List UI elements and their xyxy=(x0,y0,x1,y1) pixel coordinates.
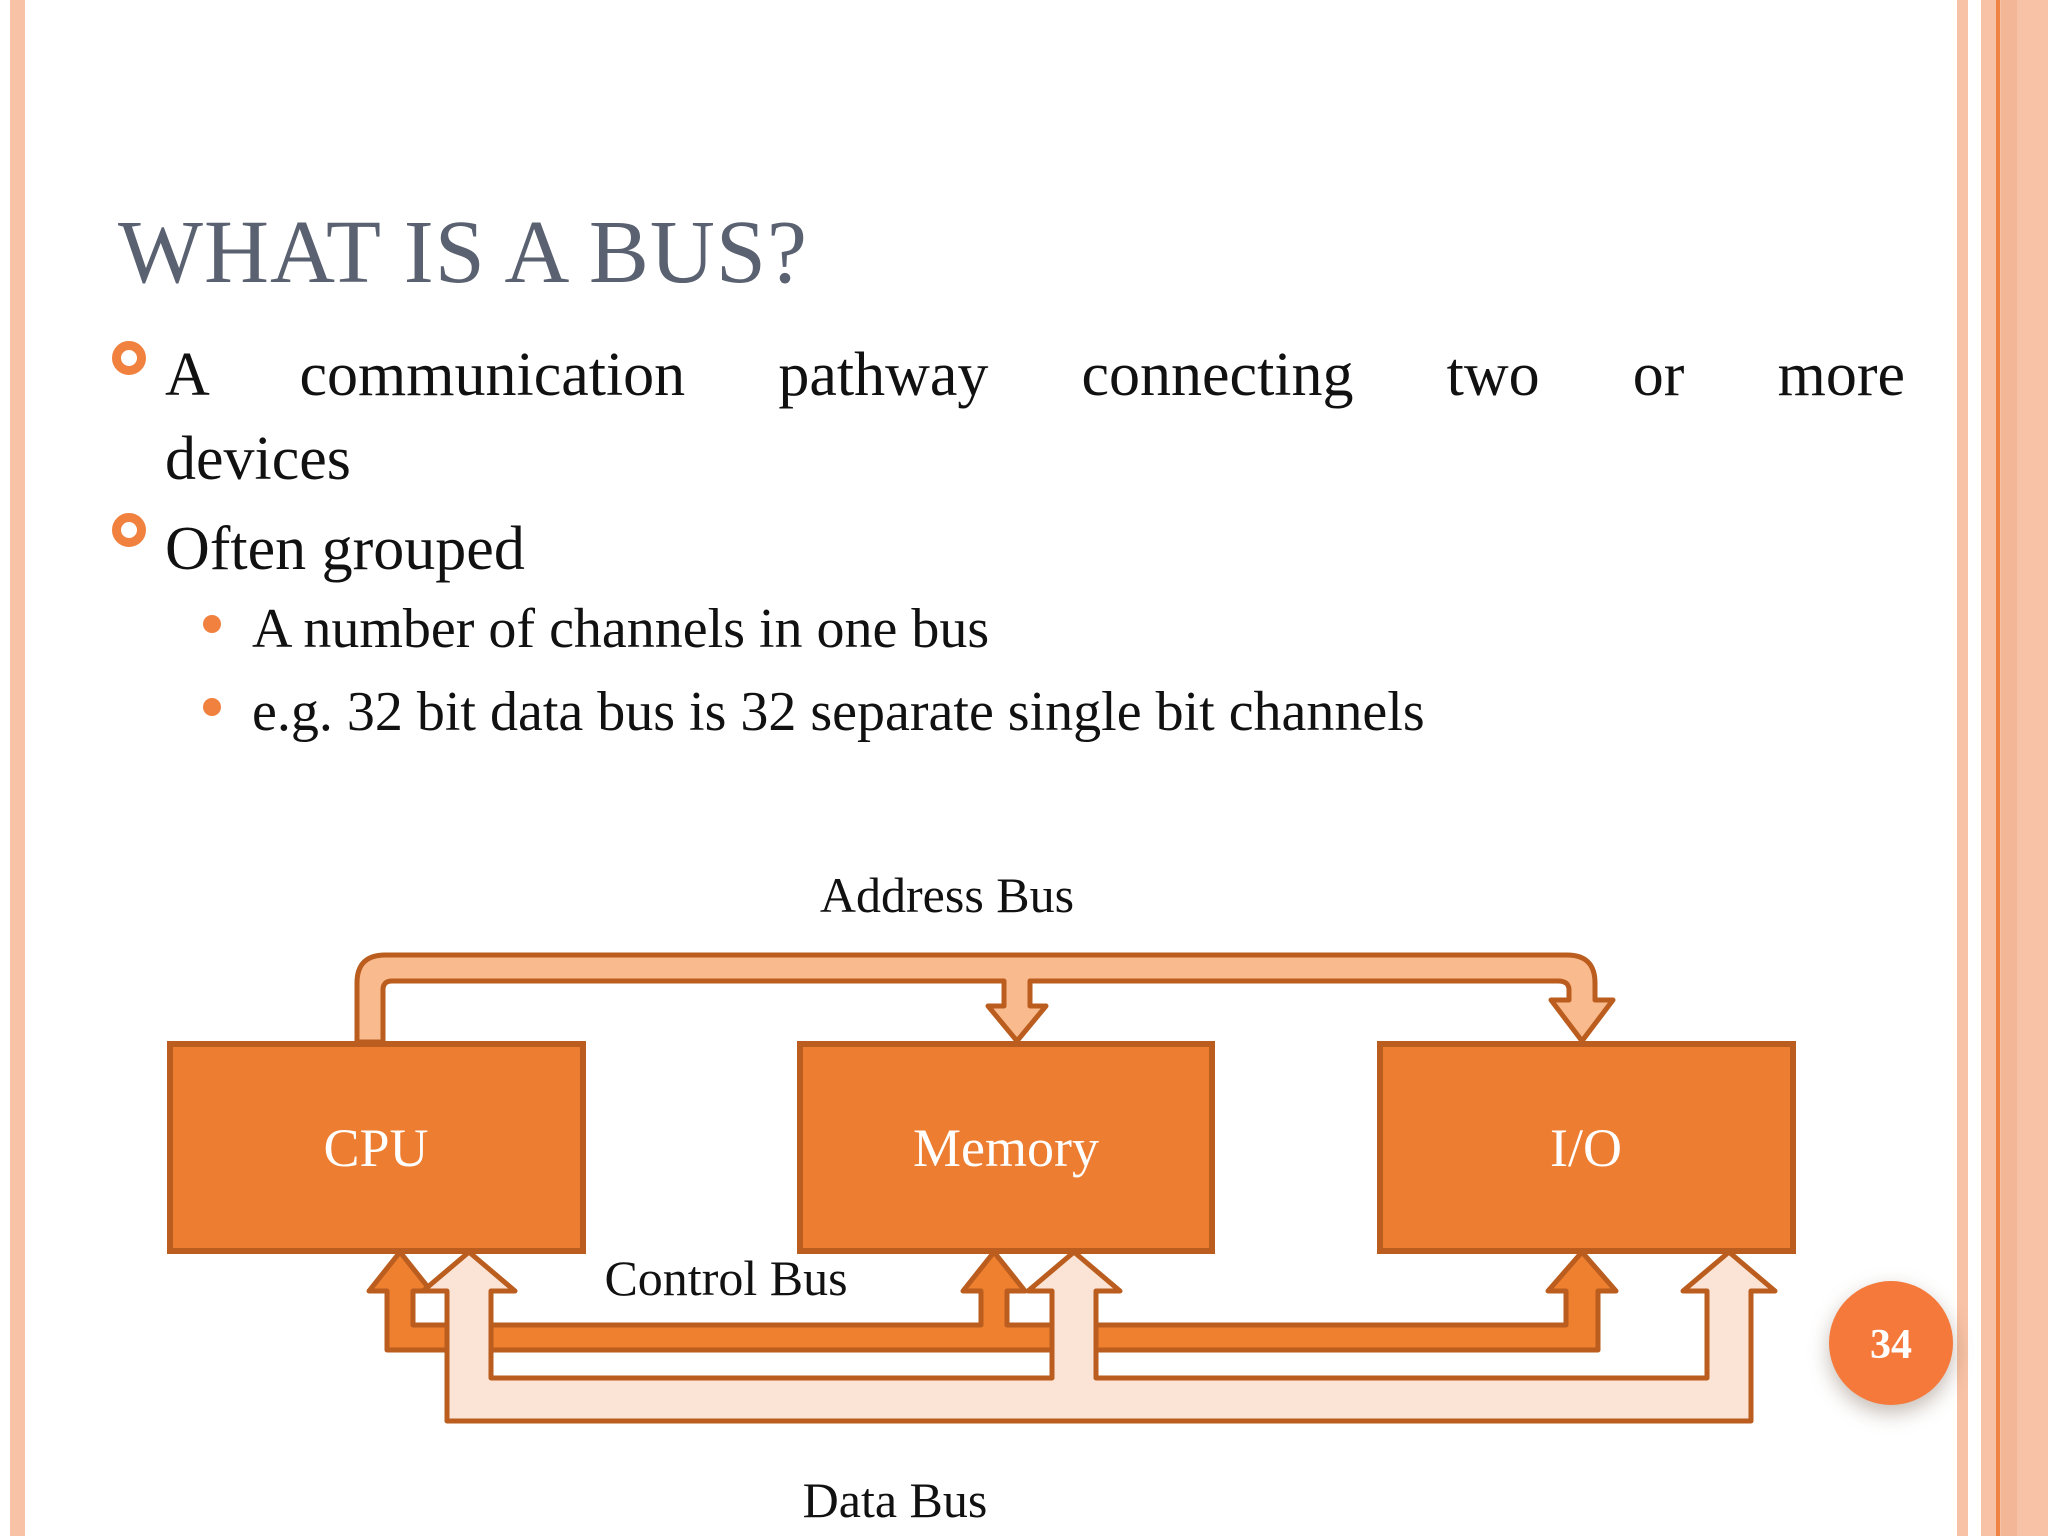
right-edge-stripe-line xyxy=(1996,0,2000,1536)
page-number-badge: 34 xyxy=(1829,1281,1953,1405)
sub-bullet-item-32bit: e.g. 32 bit data bus is 32 separate sing… xyxy=(252,681,1425,743)
io-box-label: I/O xyxy=(1550,1118,1622,1178)
right-edge-stripe-inner xyxy=(1957,0,1968,1536)
bullet-item-communication-pathway: A communication pathway connecting two o… xyxy=(165,333,1905,501)
bullet-ring-icon xyxy=(112,341,146,375)
bullet-item-often-grouped: Often grouped xyxy=(165,507,1905,591)
control-bus-pipe xyxy=(366,1249,1619,1353)
address-bus-label: Address Bus xyxy=(820,867,1074,923)
cpu-box-label: CPU xyxy=(323,1118,428,1178)
slide-title: WHAT IS A BUS? xyxy=(118,203,808,302)
control-bus-label: Control Bus xyxy=(604,1250,847,1306)
sub-bullet-item-channels: A number of channels in one bus xyxy=(252,598,990,660)
bullet-line: Often grouped xyxy=(165,515,525,583)
io-box xyxy=(1377,1041,1796,1254)
bullet-ring-icon xyxy=(112,513,146,547)
right-edge-stripe-shade xyxy=(2001,0,2017,1536)
left-edge-stripe xyxy=(10,0,25,1536)
memory-box xyxy=(797,1041,1215,1254)
data-bus-label: Data Bus xyxy=(803,1472,988,1528)
address-bus-pipe xyxy=(354,952,1616,1045)
sub-bullet-dot-icon xyxy=(203,698,221,716)
bullet-line: A communication pathway connecting two o… xyxy=(165,341,1905,409)
sub-bullet-dot-icon xyxy=(203,615,221,633)
memory-box-label: Memory xyxy=(913,1118,1099,1178)
bullet-line: devices xyxy=(165,425,351,493)
page-number-text: 34 xyxy=(1870,1322,1912,1368)
cpu-box xyxy=(167,1041,586,1254)
page-number-circle xyxy=(1829,1281,1953,1405)
data-bus-pipe xyxy=(420,1249,1778,1424)
